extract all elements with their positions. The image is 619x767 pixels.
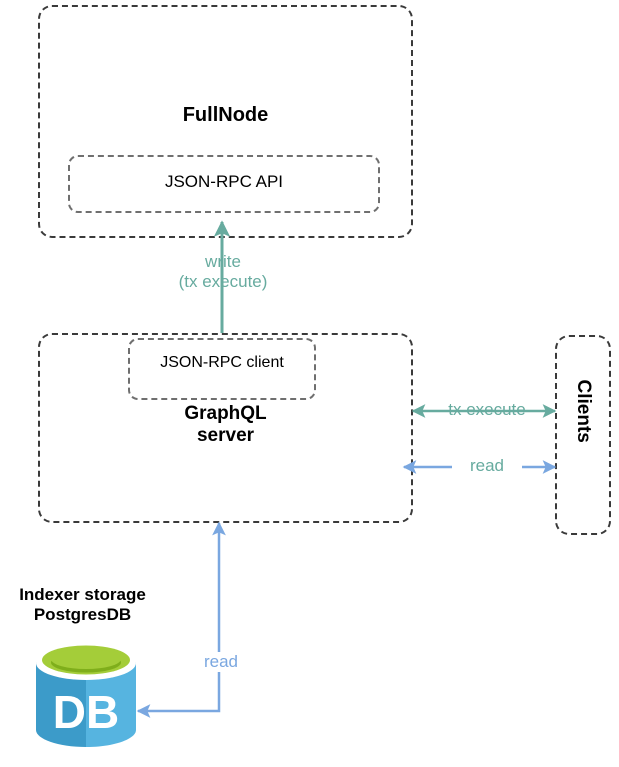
json-rpc-api-box — [68, 155, 380, 213]
json-rpc-client-label: JSON-RPC client — [160, 354, 284, 371]
arrow-label-write: write (tx execute) — [178, 252, 268, 292]
clients-label: Clients — [573, 379, 595, 443]
json-rpc-client-box — [128, 338, 316, 400]
json-rpc-api-label: JSON-RPC API — [164, 172, 284, 191]
database-title: Indexer storage PostgresDB — [19, 585, 146, 625]
clients-box — [555, 335, 611, 535]
arrow-label-clients-read: read — [452, 456, 522, 477]
database-cylinder-icon: DB — [30, 640, 142, 752]
fullnode-label: FullNode — [182, 104, 269, 126]
fullnode-box — [38, 5, 413, 238]
arrow-label-tx-execute: tx execute — [448, 400, 526, 419]
graphql-server-label: GraphQL server — [184, 403, 267, 447]
arrow-label-database-read: read — [188, 652, 254, 673]
svg-text:DB: DB — [53, 686, 119, 738]
